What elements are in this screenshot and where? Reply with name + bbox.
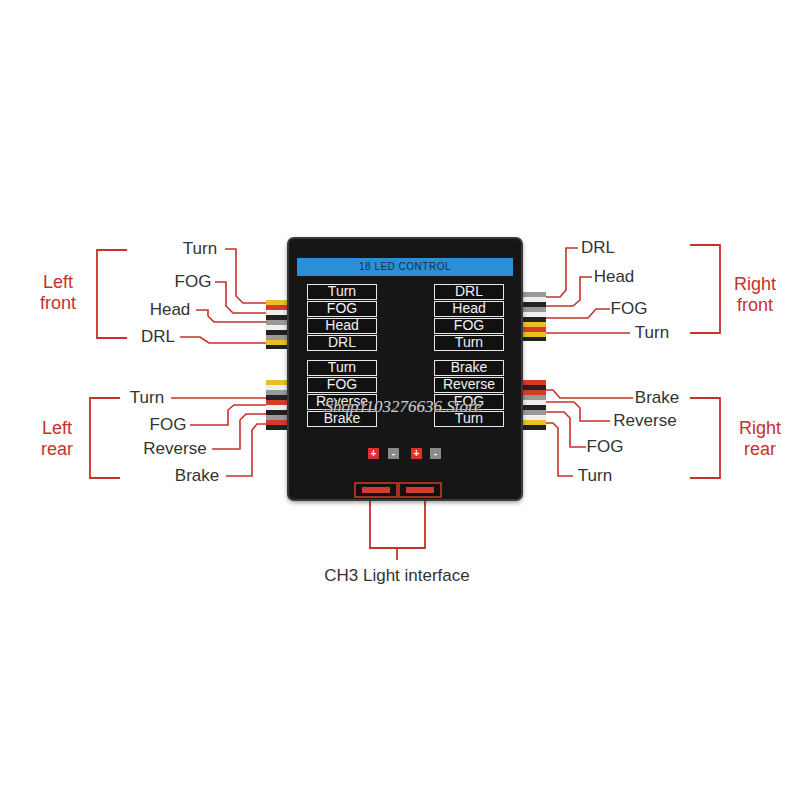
channel-label-box: Reverse: [434, 377, 504, 393]
watermark: Shop1103276636 Store: [324, 397, 481, 417]
polarity-sign: -: [388, 448, 399, 459]
channel-name: Turn: [308, 285, 376, 298]
wire-function-label: Head: [594, 267, 635, 287]
channel-label-box: FOG: [307, 377, 377, 393]
channel-label-box: DRL: [307, 335, 377, 351]
wire-function-label: FOG: [150, 415, 187, 435]
wire-function-label: FOG: [611, 299, 648, 319]
channel-label-box: FOG: [434, 318, 504, 334]
wire-function-label: DRL: [581, 238, 615, 258]
wire-function-label: FOG: [175, 272, 212, 292]
wire-function-label: Reverse: [143, 439, 206, 459]
channel-name: Turn: [435, 336, 503, 349]
wire-function-label: Head: [150, 300, 191, 320]
channel-name: DRL: [308, 336, 376, 349]
polarity-sign: +: [368, 448, 379, 459]
channel-name: FOG: [435, 319, 503, 332]
polarity-marker: -: [430, 448, 441, 459]
channel-name: Brake: [435, 361, 503, 374]
wire-function-label: Turn: [183, 239, 217, 259]
polarity-marker: +: [368, 448, 379, 459]
interface-label: CH3 Light interface: [324, 566, 470, 586]
channel-label-box: Turn: [307, 284, 377, 300]
channel-name: DRL: [435, 285, 503, 298]
polarity-marker: +: [411, 448, 422, 459]
channel-label-box: Brake: [434, 360, 504, 376]
channel-name: FOG: [308, 302, 376, 315]
polarity-marker: -: [388, 448, 399, 459]
group-label: Left front: [33, 272, 83, 314]
wire-function-label: Turn: [635, 323, 669, 343]
wire-function-label: FOG: [587, 437, 624, 457]
polarity-sign: -: [430, 448, 441, 459]
group-label: Right rear: [732, 418, 788, 460]
wire-function-label: Turn: [130, 388, 164, 408]
wire-function-label: DRL: [141, 327, 175, 347]
polarity-sign: +: [411, 448, 422, 459]
wire-function-label: Brake: [635, 388, 679, 408]
channel-label-box: Turn: [307, 360, 377, 376]
group-label: Right front: [727, 274, 783, 316]
channel-name: Head: [308, 319, 376, 332]
channel-name: Head: [435, 302, 503, 315]
group-label: Left rear: [32, 418, 82, 460]
ch3-connector: [355, 483, 441, 497]
channel-label-box: Head: [434, 301, 504, 317]
channel-name: FOG: [308, 378, 376, 391]
channel-name: Turn: [308, 361, 376, 374]
channel-name: Reverse: [435, 378, 503, 391]
channel-label-box: DRL: [434, 284, 504, 300]
channel-label-box: Head: [307, 318, 377, 334]
controller-box: 18 LED CONTROLTurnDRLFOGHeadHeadFOGDRLTu…: [287, 237, 523, 501]
header-band-title: 18 LED CONTROL: [297, 258, 513, 276]
channel-label-box: Turn: [434, 335, 504, 351]
wire-function-label: Turn: [578, 466, 612, 486]
channel-label-box: FOG: [307, 301, 377, 317]
wire-function-label: Reverse: [613, 411, 676, 431]
wire-function-label: Brake: [175, 466, 219, 486]
